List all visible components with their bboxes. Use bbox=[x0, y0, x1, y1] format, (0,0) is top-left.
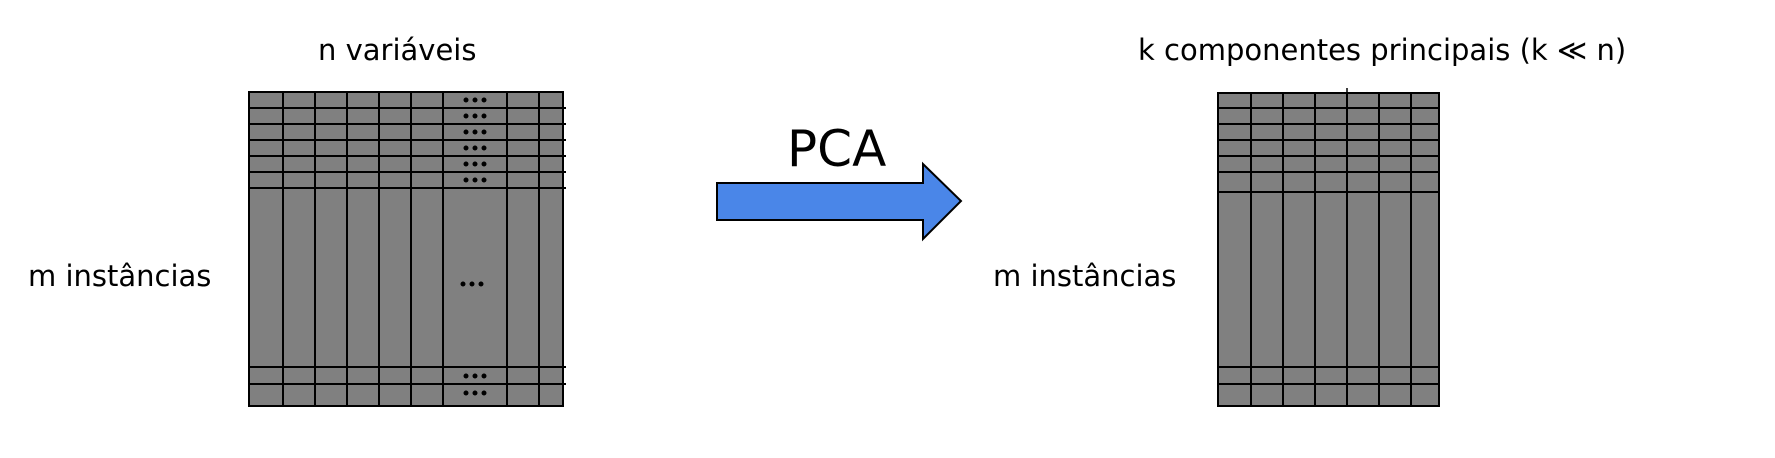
ellipsis-dot bbox=[463, 177, 469, 183]
right-matrix-column-label: k componentes principais (k ≪ n) bbox=[1138, 33, 1627, 67]
ellipsis-dot bbox=[481, 390, 487, 396]
ellipsis-dot bbox=[481, 97, 487, 103]
ellipsis-dot bbox=[472, 129, 478, 135]
right-matrix-row-label: m instâncias bbox=[993, 259, 1177, 293]
ellipsis-dot bbox=[472, 161, 478, 167]
ellipsis-dot bbox=[478, 281, 484, 287]
ellipsis-dot bbox=[481, 373, 487, 379]
ellipsis-dot bbox=[472, 97, 478, 103]
ellipsis-dot bbox=[481, 145, 487, 151]
ellipsis-dot bbox=[481, 129, 487, 135]
ellipsis-dot bbox=[481, 113, 487, 119]
ellipsis-dot bbox=[472, 113, 478, 119]
ellipsis-dot bbox=[481, 177, 487, 183]
matrix-background bbox=[249, 92, 563, 406]
left-matrix-row-label: m instâncias bbox=[28, 259, 212, 293]
ellipsis-dot bbox=[460, 281, 466, 287]
matrix-background bbox=[1218, 93, 1439, 406]
ellipsis-dot bbox=[463, 113, 469, 119]
ellipsis-dot bbox=[472, 145, 478, 151]
ellipsis-dot bbox=[463, 145, 469, 151]
matrix-border bbox=[1217, 92, 1440, 407]
pca-arrow bbox=[716, 161, 963, 242]
left-matrix bbox=[248, 91, 566, 407]
ellipsis-dot bbox=[463, 373, 469, 379]
pca-label: PCA bbox=[787, 120, 887, 178]
ellipsis-dot bbox=[463, 161, 469, 167]
left-matrix-column-label: n variáveis bbox=[318, 33, 477, 67]
ellipsis-dot bbox=[463, 97, 469, 103]
ellipsis-dot bbox=[472, 390, 478, 396]
right-matrix bbox=[1217, 88, 1440, 407]
ellipsis-dot bbox=[472, 373, 478, 379]
ellipsis-dot bbox=[469, 281, 475, 287]
ellipsis-dot bbox=[472, 177, 478, 183]
matrix-border bbox=[248, 91, 564, 407]
ellipsis-dot bbox=[463, 129, 469, 135]
ellipsis-dot bbox=[481, 161, 487, 167]
ellipsis-dot bbox=[463, 390, 469, 396]
